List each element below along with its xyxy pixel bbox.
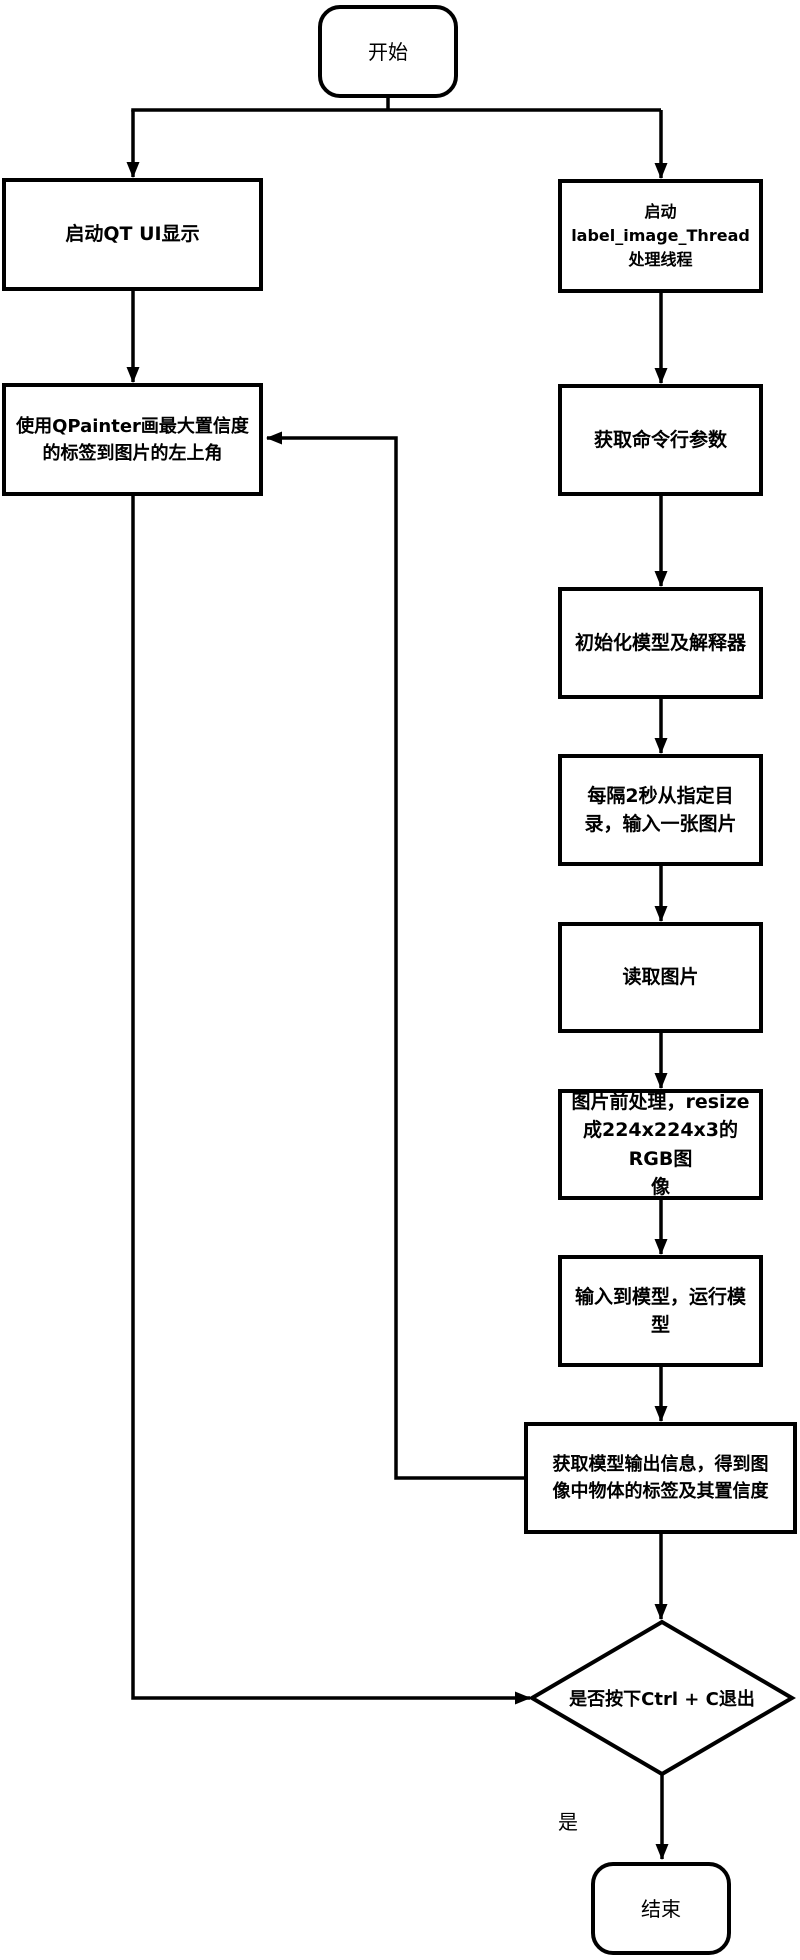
node-get-model-output: 获取模型输出信息，得到图 像中物体的标签及其置信度 — [524, 1422, 797, 1534]
edge-qpainter-to-decision — [131, 496, 531, 1705]
decision-diamond-shape — [528, 1619, 796, 1777]
decision-ctrl-c-exit-label: 是否按下Ctrl + C退出 — [569, 1689, 755, 1710]
node-start: 开始 — [318, 5, 458, 98]
edge-start-split — [131, 97, 661, 112]
node-preprocess-resize: 图片前处理，resize 成224x224x3的RGB图 像 — [558, 1089, 763, 1200]
node-launch-thread: 启动 label_image_Thread 处理线程 — [558, 179, 763, 293]
node-init-model: 初始化模型及解释器 — [558, 587, 763, 699]
edge-get-output-feedback-to-qpainter — [266, 431, 524, 1480]
node-end: 结束 — [591, 1862, 731, 1955]
node-run-model: 输入到模型，运行模 型 — [558, 1255, 763, 1367]
node-get-cli-args: 获取命令行参数 — [558, 384, 763, 496]
node-launch-qt-ui: 启动QT UI显示 — [2, 178, 263, 291]
node-qpainter-draw: 使用QPainter画最大置信度 的标签到图片的左上角 — [2, 383, 263, 496]
node-read-image: 读取图片 — [558, 922, 763, 1033]
edge-label-yes: 是 — [558, 1809, 578, 1834]
node-input-image-every-2s: 每隔2秒从指定目 录，输入一张图片 — [558, 754, 763, 866]
